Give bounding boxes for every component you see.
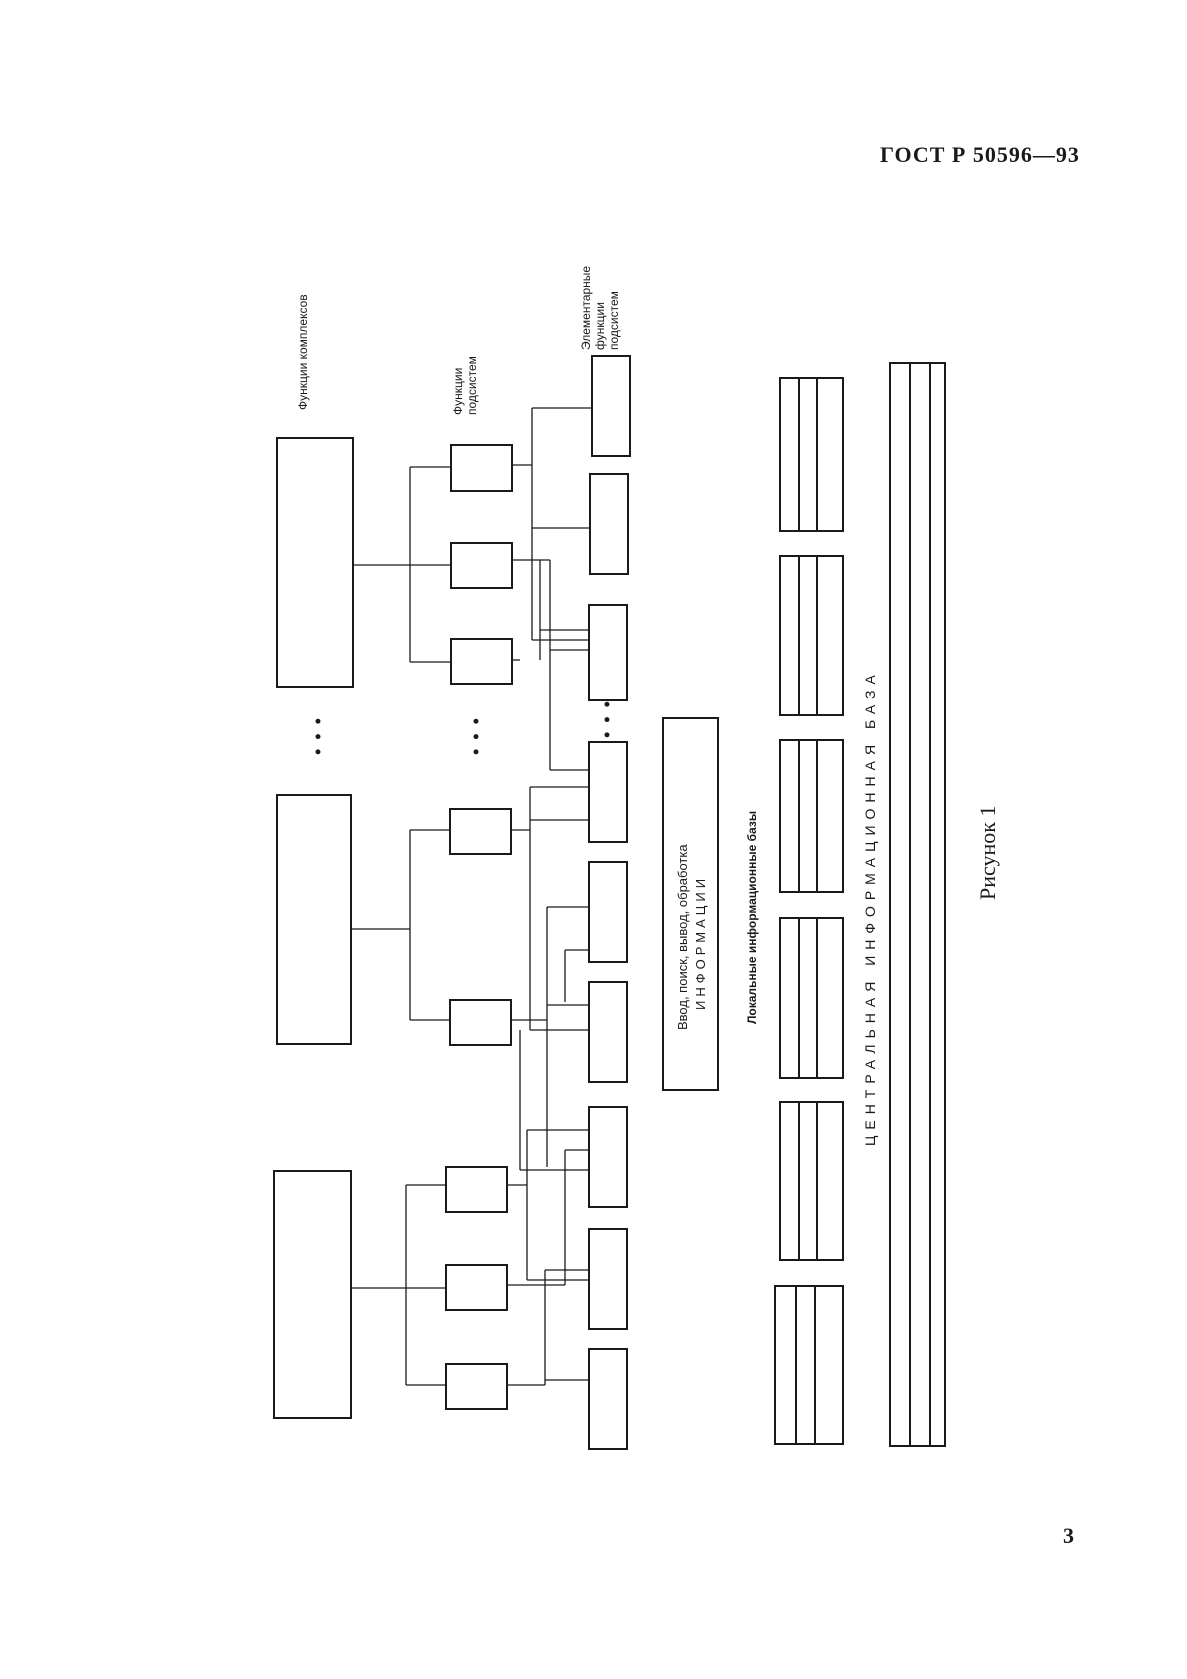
elementary-function-box bbox=[588, 1106, 628, 1208]
figure-caption: Рисунок 1 bbox=[975, 805, 1000, 900]
information-label: ИНФОРМАЦИИ bbox=[693, 874, 708, 1010]
complex-function-box bbox=[276, 794, 352, 1045]
subsystem-function-box bbox=[445, 1264, 508, 1311]
subsystem-function-box bbox=[450, 542, 513, 589]
local-base-boxes bbox=[774, 377, 844, 1445]
elementary-function-box bbox=[588, 741, 628, 843]
ellipsis-subsystems: • • • bbox=[466, 716, 486, 755]
standard-header: ГОСТ Р 50596—93 bbox=[880, 142, 1080, 167]
elementary-functions-label: Элементарные функции подсистем bbox=[579, 265, 621, 350]
page-number: 3 bbox=[1063, 1523, 1074, 1548]
central-base-box bbox=[889, 362, 946, 1447]
elementary-function-box bbox=[589, 473, 629, 575]
subsystem-function-box bbox=[450, 444, 513, 492]
central-base-label: ЦЕНТРАЛЬНАЯ ИНФОРМАЦИОННАЯ БАЗА bbox=[862, 669, 878, 1146]
elementary-function-box bbox=[588, 861, 628, 963]
elementary-function-box bbox=[591, 355, 631, 457]
elementary-function-box bbox=[588, 1228, 628, 1330]
ellipsis-elementary: • • • bbox=[597, 699, 617, 738]
subsystem-function-box bbox=[449, 999, 512, 1046]
complex-function-box bbox=[273, 1170, 352, 1419]
elementary-function-box bbox=[588, 604, 628, 701]
subsystem-functions-label: Функции подсистем bbox=[451, 356, 479, 415]
local-bases-label: Локальные информационные базы bbox=[745, 810, 759, 1024]
io-processing-box bbox=[662, 717, 719, 1091]
subsystem-function-box bbox=[449, 808, 512, 855]
ellipsis-complexes: • • • bbox=[308, 716, 328, 755]
complex-function-box bbox=[276, 437, 354, 688]
complex-functions-label: Функции комплексов bbox=[296, 294, 310, 410]
elementary-function-box bbox=[588, 981, 628, 1083]
io-processing-label: Ввод, поиск, вывод, обработка bbox=[675, 844, 690, 1030]
elementary-function-box bbox=[588, 1348, 628, 1450]
subsystem-function-box bbox=[450, 638, 513, 685]
subsystem-function-box bbox=[445, 1166, 508, 1213]
subsystem-function-box bbox=[445, 1363, 508, 1410]
connectors bbox=[351, 407, 592, 1386]
